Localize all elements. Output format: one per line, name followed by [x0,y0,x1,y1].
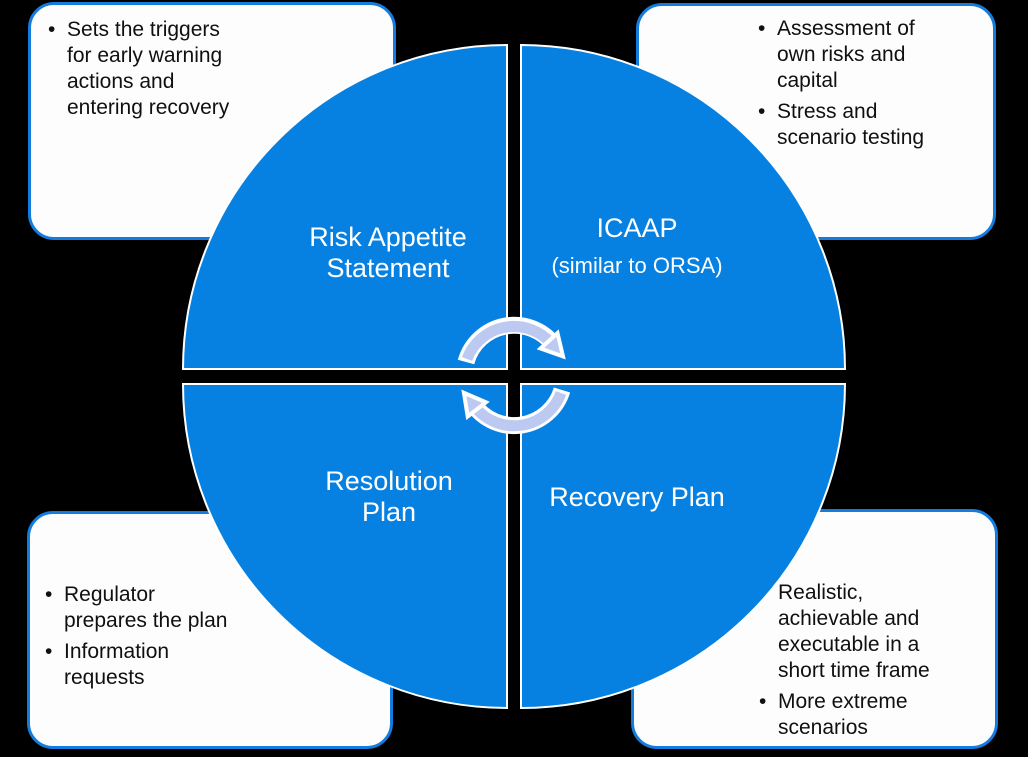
quadrant-shape-bottom-right [520,383,847,710]
label-title: ICAAP [596,213,678,243]
bullet-list: Assessment of own risks and capital Stre… [755,16,939,156]
bullet-item: Sets the triggers for early warning acti… [45,17,247,121]
cycle-arrow-bottom-head [461,389,490,421]
label-line: Resolution [325,466,453,496]
quadrant-label-icaap: ICAAP (similar to ORSA) [507,213,767,279]
bullet-item: More extreme scenarios [756,689,951,741]
bullet-item: Regulator prepares the plan [42,582,242,634]
bullet-item: Stress and scenario testing [755,99,939,151]
cycle-arrow-top-head [536,329,566,360]
quadrant-label-resolution-plan: Resolution Plan [259,466,519,528]
quadrant-shape-bottom-left [181,383,508,710]
cycle-arrow-top [461,321,556,362]
bullet-item: Information requests [42,639,242,691]
quadrant-label-risk-appetite-statement: Risk Appetite Statement [258,222,518,284]
label-subtitle: (similar to ORSA) [551,253,723,278]
label-line: Risk Appetite [309,222,467,252]
quadrant-shape-top-left [181,43,508,370]
label-line: Recovery Plan [549,482,725,512]
bullet-item: Assessment of own risks and capital [755,16,939,94]
quadrant-shape-top-right [520,43,847,370]
label-line: Plan [361,497,417,527]
bullet-list: Regulator prepares the plan Information … [42,582,242,696]
bullet-list: Sets the triggers for early warning acti… [45,17,247,126]
cycle-arrows-icon [457,316,571,435]
cycle-arrow-bottom [470,390,567,432]
quadrant-label-recovery-plan: Recovery Plan [507,482,767,513]
label-line: Statement [326,253,450,283]
